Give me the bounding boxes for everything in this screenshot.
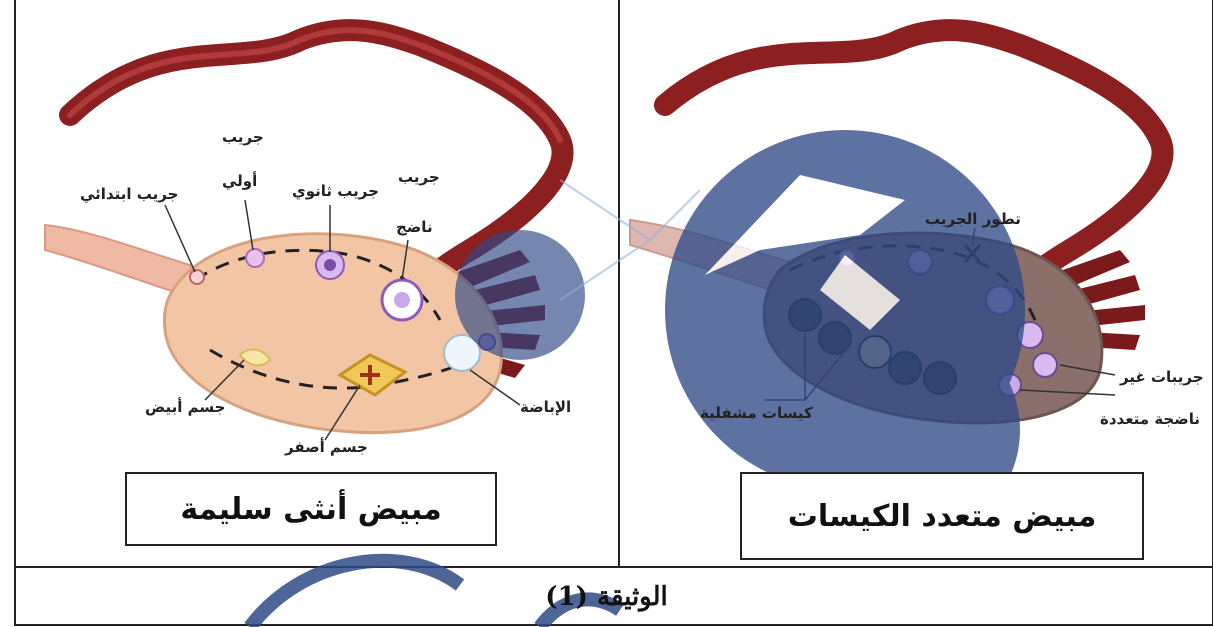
label-multiple-immature-line1: جريبات غير <box>1120 368 1204 386</box>
label-multiple-immature-line2: ناضجة متعددة <box>1100 410 1200 428</box>
left-panel-title: مبيض أنثى سليمة <box>125 472 497 546</box>
right-panel-title: مبيض متعدد الكيسات <box>740 472 1144 560</box>
left-mature-oocyte <box>394 292 410 308</box>
left-secondary-oocyte <box>324 259 336 271</box>
label-yellow-body: جسم أصفر <box>285 438 368 456</box>
label-mature-follicle-line1: جريب <box>398 168 440 186</box>
label-primary-follicle-line2: أولي <box>222 172 257 190</box>
left-primordial-follicle <box>190 270 204 284</box>
label-follicle-development: تطور الجريب <box>925 210 1021 228</box>
label-mature-follicle-line2: ناضج <box>396 218 433 236</box>
label-secondary-follicle: جريب ثانوي <box>292 182 379 200</box>
document-caption: الوثيقة (1) <box>0 568 1213 626</box>
label-white-body: جسم أبيض <box>145 398 225 416</box>
label-ovulation: الإباضة <box>520 398 571 416</box>
right-follicle-5 <box>1033 353 1057 377</box>
label-primordial-follicle: جريب ابتدائي <box>80 185 178 203</box>
label-primary-follicle-line1: جريب <box>222 128 264 146</box>
left-primary-follicle <box>246 249 264 267</box>
label-cysts: كيسات مشفلية <box>700 404 813 422</box>
